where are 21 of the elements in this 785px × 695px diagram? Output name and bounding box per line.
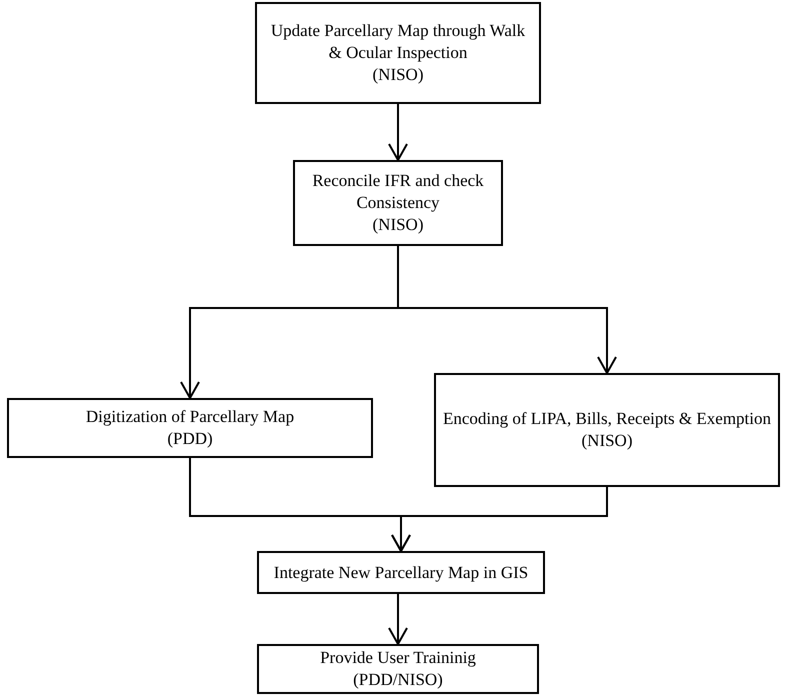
owner-label: (NISO) <box>372 214 424 236</box>
step-label: Digitization of Parcellary Map <box>86 406 294 428</box>
arrow <box>397 246 617 374</box>
owner-label: (NISO) <box>582 430 632 452</box>
step-label: Update Parcellary Map through Walk & Ocular Inspection <box>270 20 526 64</box>
process-box <box>257 644 539 694</box>
arrow <box>388 594 408 645</box>
step-label: Provide User Traininig <box>320 647 476 669</box>
process-box <box>7 398 373 458</box>
arrow <box>391 487 608 552</box>
process-box <box>293 160 503 246</box>
step-label: Encoding of LIPA, Bills, Receipts & Exemption <box>442 408 771 430</box>
owner-label: (PDD) <box>167 428 213 450</box>
arrow <box>388 104 408 161</box>
step-label: Reconcile IFR and check Consistency <box>311 170 485 214</box>
process-box <box>434 373 780 487</box>
owner-label: (PDD/NISO) <box>353 669 443 691</box>
step-label: Integrate New Parcellary Map in GIS <box>274 562 528 584</box>
process-box <box>257 551 545 594</box>
owner-label: (NISO) <box>372 64 424 86</box>
process-box <box>255 2 541 104</box>
